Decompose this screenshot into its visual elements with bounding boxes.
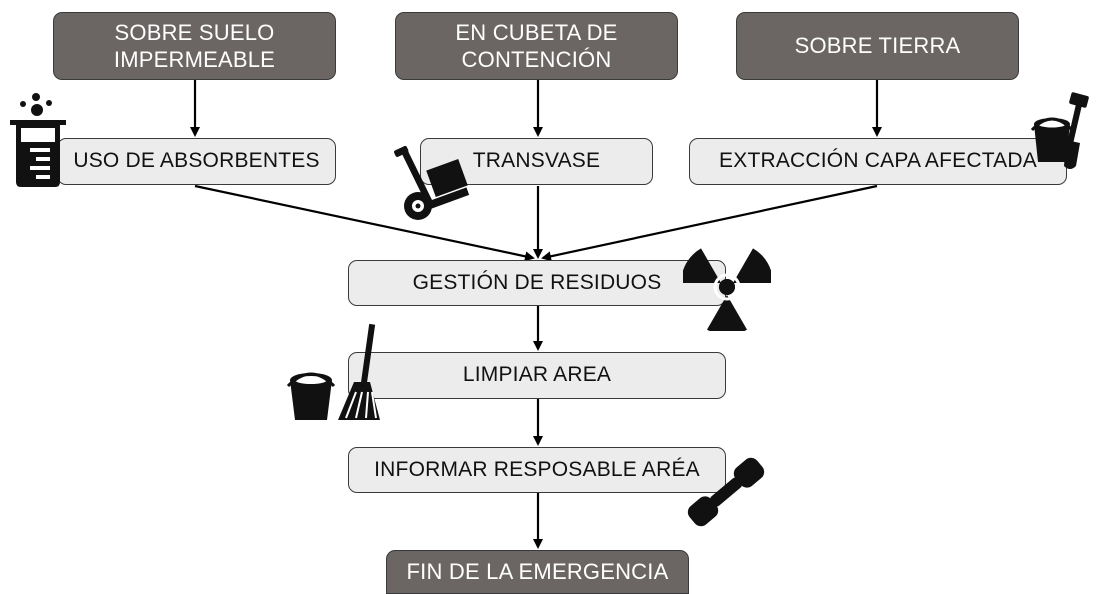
radiation-icon — [683, 248, 771, 331]
source-box-suelo-line1: SOBRE SUELO — [114, 19, 275, 45]
source-box-tierra-label: SOBRE TIERRA — [794, 33, 961, 59]
telephone-icon — [687, 457, 765, 527]
source-box-suelo: SOBRE SUELO IMPERMEABLE — [53, 12, 336, 80]
source-box-cubeta-line2: CONTENCIÓN — [461, 47, 612, 72]
bucket-shovel-icon — [1030, 92, 1089, 169]
action-absorbentes-label: USO DE ABSORBENTES — [73, 149, 320, 173]
source-box-tierra: SOBRE TIERRA — [736, 12, 1019, 80]
action-box-absorbentes: USO DE ABSORBENTES — [57, 138, 336, 185]
step-fin-label: FIN DE LA EMERGENCIA — [406, 559, 669, 585]
source-box-cubeta: EN CUBETA DE CONTENCIÓN — [395, 12, 678, 80]
lab-beaker-icon — [10, 93, 66, 187]
action-transvase-label: TRANSVASE — [472, 149, 601, 173]
step-box-gestion: GESTIÓN DE RESIDUOS — [348, 260, 726, 306]
step-box-fin: FIN DE LA EMERGENCIA — [386, 550, 689, 594]
step-limpiar-label: LIMPIAR AREA — [462, 363, 612, 387]
bucket-broom-icon — [286, 323, 380, 420]
step-box-limpiar: LIMPIAR AREA — [348, 352, 726, 399]
action-extraccion-label: EXTRACCIÓN CAPA AFECTADA — [719, 149, 1037, 173]
source-box-cubeta-line1: EN CUBETA DE — [455, 19, 618, 45]
hand-truck-icon — [394, 145, 470, 220]
arrow-absorbentes-to-gestion — [194, 184, 535, 262]
source-box-suelo-text: SOBRE SUELO IMPERMEABLE — [114, 19, 275, 74]
action-box-extraccion: EXTRACCIÓN CAPA AFECTADA — [689, 138, 1067, 185]
source-box-suelo-line2: IMPERMEABLE — [113, 47, 276, 72]
step-informar-label: INFORMAR RESPOSABLE ARÉA — [374, 457, 700, 481]
step-gestion-label: GESTIÓN DE RESIDUOS — [412, 270, 662, 294]
source-box-cubeta-text: EN CUBETA DE CONTENCIÓN — [455, 19, 617, 74]
arrow-extraccion-to-gestion — [541, 184, 878, 262]
step-box-informar: INFORMAR RESPOSABLE ARÉA — [348, 447, 726, 493]
